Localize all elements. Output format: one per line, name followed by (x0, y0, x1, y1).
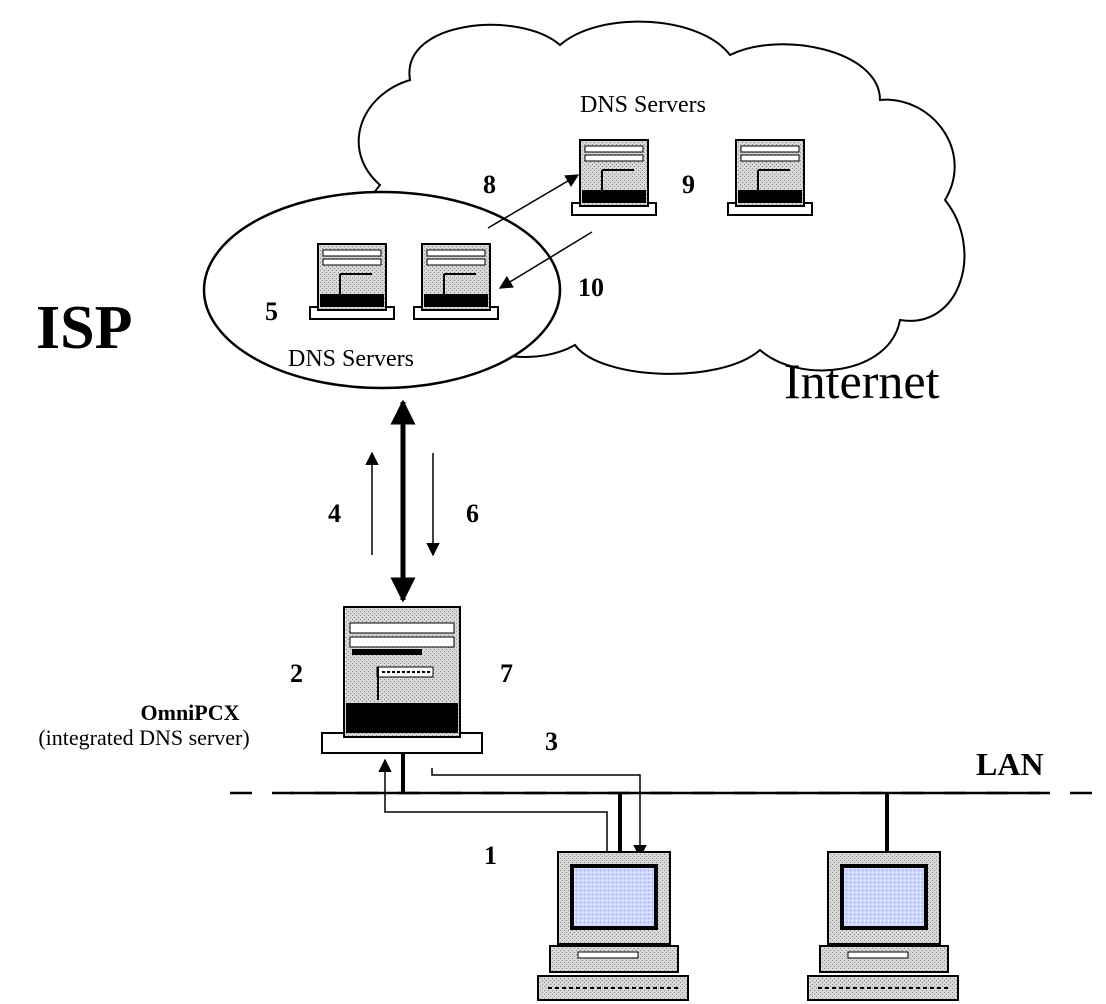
step-2: 2 (290, 659, 303, 688)
label-omnipcx: OmniPCX (141, 700, 240, 725)
arrow-10 (498, 231, 593, 289)
label-dns-servers-isp: DNS Servers (288, 346, 414, 372)
step-3: 3 (545, 727, 558, 756)
step-1: 1 (484, 841, 497, 870)
step-8: 8 (483, 170, 496, 199)
label-internet: Internet (784, 353, 940, 409)
workstation-icon (807, 851, 959, 1001)
step-9: 9 (682, 170, 695, 199)
step-7: 7 (500, 659, 513, 688)
label-omnipcx-sub: (integrated DNS server) (38, 725, 249, 750)
omnipcx-server-icon (321, 606, 483, 754)
label-dns-servers-cloud: DNS Servers (580, 92, 706, 118)
arrow-8 (487, 174, 580, 229)
step-6: 6 (466, 499, 479, 528)
arrow-1 (378, 758, 608, 855)
label-lan: LAN (976, 746, 1044, 782)
label-isp: ISP (36, 294, 132, 362)
step-5: 5 (265, 297, 278, 326)
workstation-icon (537, 851, 689, 1001)
server-icon (571, 139, 657, 216)
step-4: 4 (328, 499, 341, 528)
server-icon (727, 139, 813, 216)
server-icon (413, 243, 499, 320)
server-icon (309, 243, 395, 320)
step-10: 10 (578, 273, 604, 302)
arrow-3 (431, 768, 647, 859)
